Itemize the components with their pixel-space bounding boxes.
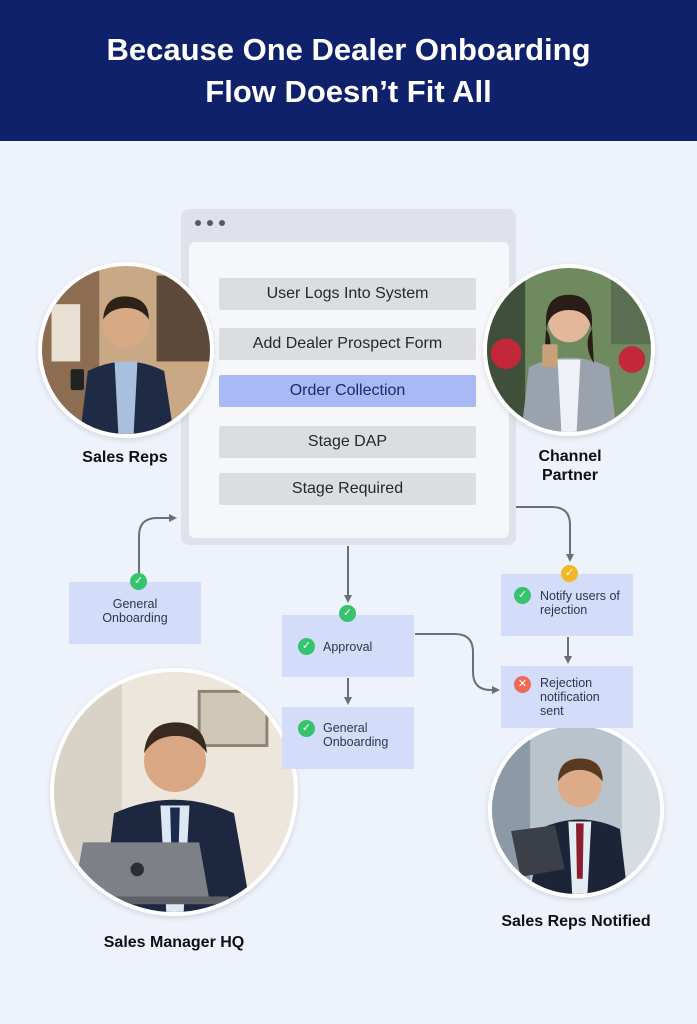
window-dot-icon [219,220,225,226]
window-dot-icon [195,220,201,226]
label-sales-reps: Sales Reps [82,449,168,466]
check-icon: ✓ [339,605,356,622]
window-controls [195,220,225,226]
channel-partner-photo [483,264,655,436]
step-order-collection: Order Collection [219,375,476,407]
label-channel-partner: Channel Partner [538,448,602,484]
flow-box-approval: ✓ Approval [282,615,414,677]
app-window: User Logs Into System Add Dealer Prospec… [181,209,516,545]
person-laptop-icon [54,672,294,912]
check-icon: ✓ [561,565,578,582]
flow-text: Approval [323,640,373,654]
step-stage-dap: Stage DAP [219,426,476,458]
step-stage-required: Stage Required [219,473,476,505]
check-icon: ✓ [298,720,315,737]
arrow-window-to-notify [516,506,574,562]
person-phone-icon [487,268,651,432]
window-content: User Logs Into System Add Dealer Prospec… [189,242,509,538]
label-sales-manager-hq: Sales Manager HQ [103,934,245,951]
label-sales-reps-notified: Sales Reps Notified [501,913,651,930]
person-tablet-icon [492,726,660,894]
flow-box-general-onboarding-left: General Onboarding [69,582,201,644]
check-icon: ✓ [514,587,531,604]
flow-box-general-onboarding-bottom: ✓ General Onboarding [282,707,414,769]
header-banner: Because One Dealer Onboarding Flow Doesn… [0,0,697,141]
check-icon: ✓ [130,573,147,590]
flow-box-rejection-sent: ✕ Rejection notification sent [501,666,633,728]
page-title: Because One Dealer Onboarding Flow Doesn… [106,31,591,109]
flow-box-notify-users: ✓ Notify users of rejection [501,574,633,636]
step-add-dealer-prospect: Add Dealer Prospect Form [219,328,476,360]
person-phone-icon [42,266,210,434]
arrow-approval-to-rejection [415,633,500,694]
flow-text: General Onboarding [323,721,389,749]
arrow-general-to-window [138,514,177,574]
sales-manager-photo [50,668,298,916]
window-dot-icon [207,220,213,226]
check-icon: ✓ [298,638,315,655]
sales-reps-notified-photo [488,722,664,898]
flow-text: General Onboarding [102,597,168,625]
flow-text: Rejection notification sent [540,676,600,718]
cross-icon: ✕ [514,676,531,693]
sales-reps-photo [38,262,214,438]
step-user-logs-in: User Logs Into System [219,278,476,310]
flow-text: Notify users of rejection [540,589,620,617]
